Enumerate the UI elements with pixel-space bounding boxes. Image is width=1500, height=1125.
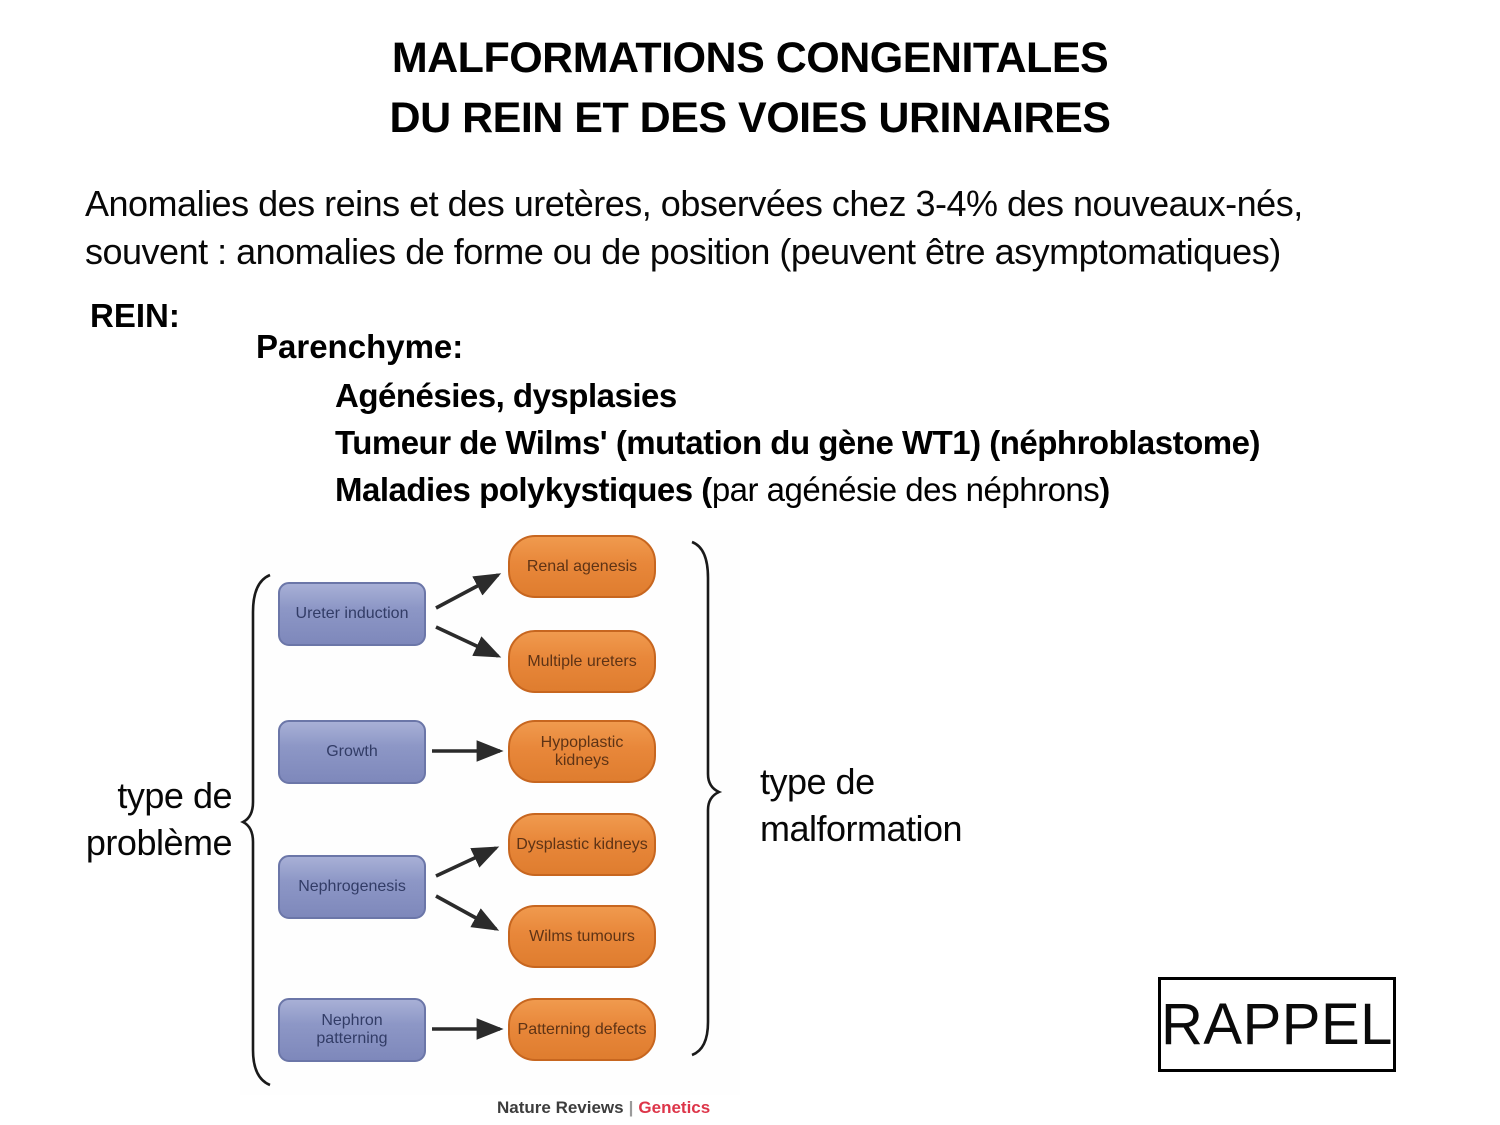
parenchyme-list: Agénésies, dysplasies Tumeur de Wilms' (… [335,372,1455,513]
page-title: MALFORMATIONS CONGENITALES DU REIN ET DE… [0,28,1500,148]
node-nephrogenesis: Nephrogenesis [278,855,426,919]
right-brace [691,540,723,1057]
rappel-label: RAPPEL [1161,992,1393,1057]
node-growth: Growth [278,720,426,784]
malformation-type-label: type de malformation [760,761,963,849]
node-nephron-patterning: Nephron patterning [278,998,426,1062]
node-wilms-tumours: Wilms tumours [508,905,656,968]
node-dysplastic-kidneys: Dysplastic kidneys [508,813,656,876]
list-item-wilms: Tumeur de Wilms' (mutation du gène WT1) … [335,424,1260,461]
kidney-development-diagram: Ureter induction Growth Nephrogenesis Ne… [240,530,740,1095]
node-patterning-defects: Patterning defects [508,998,656,1061]
credit-publisher: Nature Reviews [497,1098,624,1117]
node-ureter-induction: Ureter induction [278,582,426,646]
rappel-box: RAPPEL [1158,977,1396,1072]
title-line-2: DU REIN ET DES VOIES URINAIRES [389,94,1111,142]
problem-type-label: type de problème [85,775,233,863]
diagram-connectors [240,540,723,1087]
intro-line-1: Anomalies des reins et des uretères, obs… [85,183,1303,224]
credit-separator: | [628,1098,634,1117]
credit-journal: Genetics [638,1098,711,1117]
journal-credit: Nature Reviews|Genetics [497,1098,710,1118]
node-multiple-ureters: Multiple ureters [508,630,656,693]
parenchyme-heading: Parenchyme: [256,328,464,365]
node-renal-agenesis: Renal agenesis [508,535,656,598]
intro-line-2: souvent : anomalies de forme ou de posit… [85,231,1281,272]
title-line-1: MALFORMATIONS CONGENITALES [391,34,1109,82]
left-brace [240,573,271,1087]
node-hypoplastic-kidneys: Hypoplastic kidneys [508,720,656,783]
list-item-agenesies: Agénésies, dysplasies [335,377,677,414]
rein-heading: REIN: [90,297,180,334]
intro-paragraph: Anomalies des reins et des uretères, obs… [85,180,1445,276]
list-item-polykystiques: Maladies polykystiques (par agénésie des… [335,471,1110,508]
